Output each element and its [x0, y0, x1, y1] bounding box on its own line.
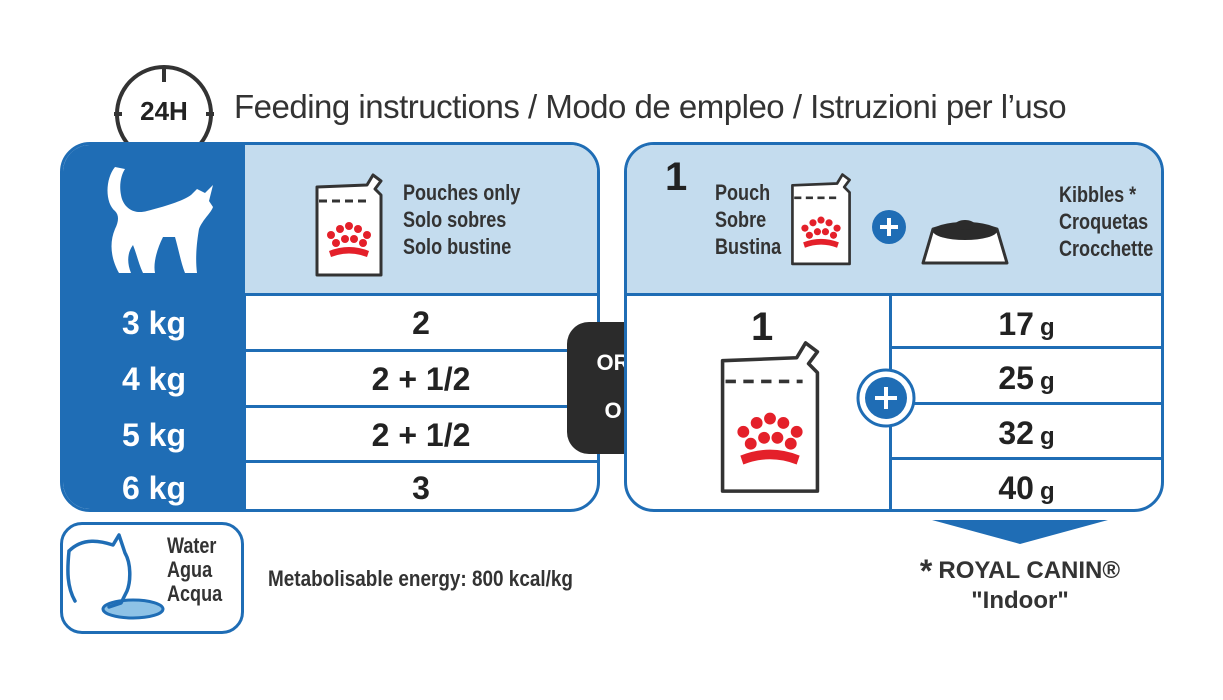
label-es: Sobre	[715, 207, 767, 232]
table-row: 4 kg 2 + 1/2	[63, 352, 597, 406]
water-label: Water Agua Acqua	[167, 534, 222, 606]
divider	[627, 293, 1161, 296]
table-row: 6 kg 3	[63, 461, 597, 509]
weight-cell: 4 kg	[63, 352, 245, 406]
pouch-only-label: Pouches only Solo sobres Solo bustine	[403, 179, 520, 260]
grams-value: 25	[998, 360, 1034, 396]
pouch-count-label: 1	[751, 305, 774, 349]
footnote-star: *	[919, 553, 933, 589]
table-row: 5 kg 2 + 1/2	[63, 408, 597, 462]
divider	[63, 460, 597, 463]
divider	[63, 349, 597, 352]
pouch-count-cell: 3	[412, 470, 430, 506]
grams-value: 17	[998, 306, 1034, 342]
mixed-header-cell: 1 Pouch Sobre Bustina Kibbles *	[627, 145, 1161, 293]
label-es: Solo sobres	[403, 207, 507, 232]
grams-unit: g	[1039, 423, 1055, 450]
divider	[63, 293, 597, 296]
pouch-only-table: Pouches only Solo sobres Solo bustine 3 …	[60, 142, 600, 512]
pouch-icon	[791, 173, 851, 266]
label-es: Agua	[167, 557, 213, 582]
label-en: Pouches only	[403, 180, 521, 205]
divider	[892, 346, 1161, 349]
label-it: Bustina	[715, 234, 782, 259]
grams-unit: g	[1039, 478, 1055, 505]
label-it: Solo bustine	[403, 234, 512, 259]
kibbles-footnote: *ROYAL CANIN® "Indoor"	[900, 553, 1140, 616]
grams-unit: g	[1039, 314, 1055, 341]
weight-cell: 3 kg	[63, 296, 245, 350]
brand-label: ROYAL CANIN®	[938, 557, 1121, 584]
cat-icon	[107, 167, 213, 273]
crown-icon	[737, 412, 803, 465]
or-label-es: O	[604, 398, 622, 423]
energy-info: Metabolisable energy: 800 kcal/kg	[268, 566, 573, 591]
label-en: Kibbles *	[1059, 182, 1137, 207]
table-row: 3 kg 2	[63, 296, 597, 350]
pouch-icon	[720, 341, 820, 493]
grams-value: 32	[998, 415, 1034, 451]
divider	[892, 402, 1161, 405]
plus-icon	[872, 210, 906, 244]
divider	[892, 457, 1161, 460]
label-it: Crocchette	[1059, 236, 1154, 261]
label-en: Water	[167, 533, 217, 558]
label-en: Pouch	[715, 180, 771, 205]
label-es: Croquetas	[1059, 209, 1149, 234]
water-box	[60, 522, 244, 634]
pouch-count-label: 1	[665, 155, 688, 199]
divider	[63, 405, 597, 408]
weight-cell: 6 kg	[63, 461, 245, 509]
crown-icon	[327, 222, 371, 257]
bowl-icon	[921, 220, 1009, 265]
grams-value: 40	[998, 470, 1034, 506]
pouch-count-cell: 2 + 1/2	[371, 417, 471, 453]
label-it: Acqua	[167, 581, 223, 606]
arrow-down-icon	[932, 520, 1108, 544]
kibbles-label: Kibbles * Croquetas Crocchette	[1059, 181, 1153, 262]
mixed-feeding-table: 1 Pouch Sobre Bustina Kibbles *	[624, 142, 1164, 512]
pouch-count-cell: 2	[412, 305, 430, 341]
product-label: "Indoor"	[971, 587, 1069, 614]
pouch-label: Pouch Sobre Bustina	[715, 179, 781, 260]
weight-cell: 5 kg	[63, 408, 245, 462]
grams-unit: g	[1039, 368, 1055, 395]
page-title: Feeding instructions / Modo de empleo / …	[234, 88, 1067, 125]
crown-icon	[801, 216, 841, 248]
pouch-header-cell: Pouches only Solo sobres Solo bustine	[245, 145, 597, 293]
plus-icon	[856, 368, 916, 428]
pouch-count-cell: 2 + 1/2	[371, 361, 471, 397]
divider	[243, 293, 246, 509]
clock-icon	[114, 65, 214, 163]
pouch-icon	[315, 173, 383, 277]
drinking-cat-icon	[66, 533, 165, 620]
clock-label: 24H	[140, 96, 188, 126]
cat-header-cell	[63, 145, 245, 293]
